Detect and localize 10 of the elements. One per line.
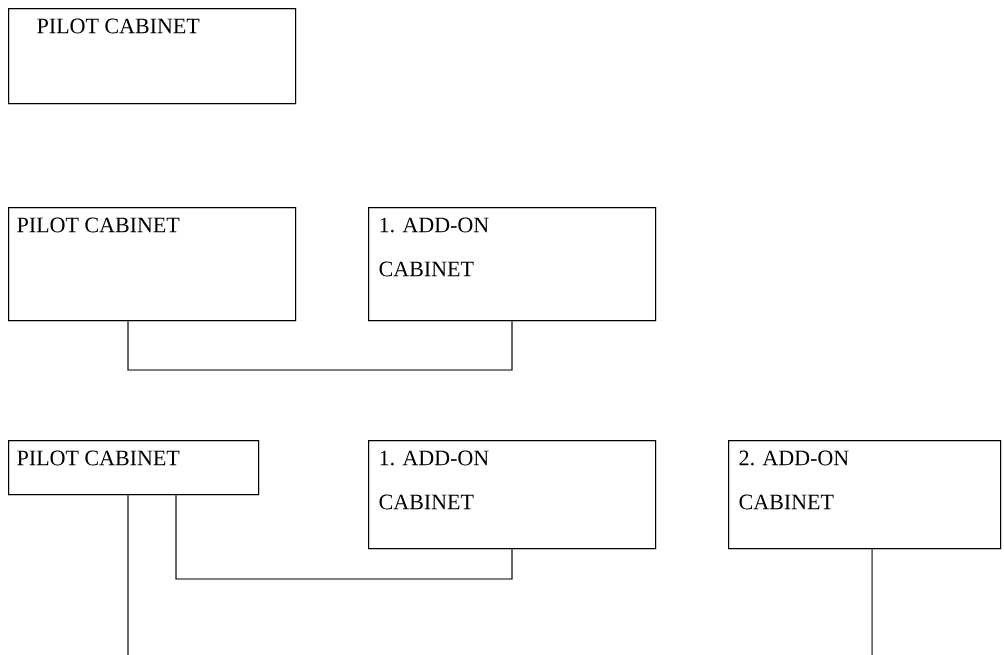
connector-line <box>871 548 873 655</box>
cabinet-box: PILOT CABINET <box>8 8 297 105</box>
cabinet-box: PILOT CABINET <box>8 207 297 322</box>
cabinet-box: 1. ADD-ON CABINET <box>368 207 657 322</box>
cabinet-box: 2. ADD-ON CABINET <box>728 440 1002 550</box>
connector-line <box>127 320 513 371</box>
cabinet-box: PILOT CABINET <box>8 440 260 496</box>
cabinet-box: 1. ADD-ON CABINET <box>368 440 657 550</box>
connector-line <box>127 494 129 655</box>
connector-line <box>175 494 513 580</box>
